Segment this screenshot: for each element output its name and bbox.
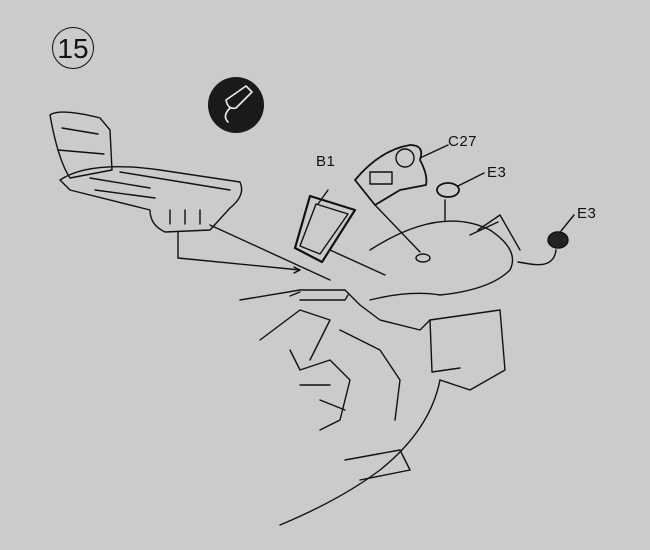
motorcycle-body [239, 214, 521, 526]
part-c27 [354, 144, 449, 263]
seat-part [49, 111, 331, 281]
part-label-e3-lower: E3 [577, 205, 597, 222]
part-label-e3-upper: E3 [487, 164, 507, 181]
part-b1 [293, 189, 386, 276]
part-label-c27: C27 [448, 133, 478, 150]
part-label-b1: B1 [316, 153, 336, 170]
step-number: 15 [52, 27, 94, 69]
glue-tube-icon [208, 77, 264, 133]
part-e3-right [517, 214, 575, 266]
part-e3-left [436, 172, 485, 221]
